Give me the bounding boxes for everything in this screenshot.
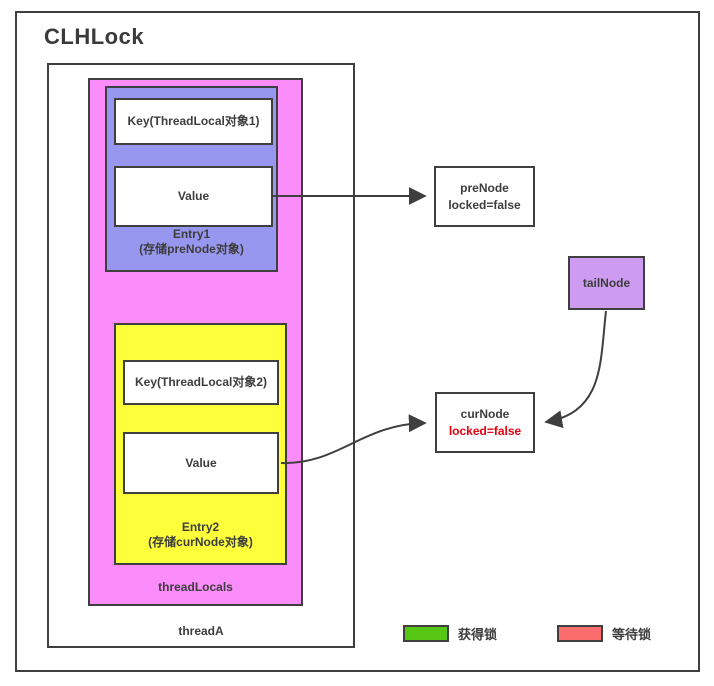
pre-node-locked: locked=false	[448, 197, 521, 212]
entry1-value-label: Value	[177, 189, 210, 204]
entry2-key-label: Key(ThreadLocal对象2)	[134, 375, 268, 390]
waiting-lock-label: 等待锁	[612, 626, 652, 642]
pre-node-name: preNode	[460, 180, 509, 195]
entry2-label: Entry2 (存储curNode对象)	[116, 520, 285, 551]
cur-node-name: curNode	[460, 406, 510, 421]
entry1-key-box: Key(ThreadLocal对象1)	[114, 98, 273, 145]
entry1-name: Entry1	[172, 226, 211, 241]
entry1-key-label: Key(ThreadLocal对象1)	[127, 114, 260, 129]
thread-locals-label: threadLocals	[158, 580, 233, 594]
cur-node-locked: locked=false	[448, 423, 522, 438]
tail-node-box: tailNode	[568, 256, 645, 310]
entry2-key-box: Key(ThreadLocal对象2)	[123, 360, 279, 405]
acquired-lock-label: 获得锁	[458, 626, 498, 642]
entry1-desc: (存储preNode对象)	[139, 242, 244, 257]
diagram-title: CLHLock	[44, 24, 145, 49]
waiting-lock-swatch	[557, 624, 604, 642]
entry2-value-box: Value	[123, 432, 279, 494]
thread-a-label: threadA	[178, 624, 224, 638]
acquired-lock-swatch	[403, 624, 449, 642]
entry2-desc: (存储curNode对象)	[148, 535, 253, 550]
tail-node-label: tailNode	[582, 275, 631, 290]
entry1-value-box: Value	[114, 166, 273, 227]
legend: 获得锁 等待锁	[403, 622, 651, 644]
cur-node-box: curNode locked=false	[435, 392, 535, 453]
pre-node-box: preNode locked=false	[434, 166, 535, 227]
entry2-name: Entry2	[181, 519, 220, 534]
entry2-value-label: Value	[185, 455, 217, 470]
entry1-label: Entry1 (存储preNode对象)	[107, 227, 276, 258]
